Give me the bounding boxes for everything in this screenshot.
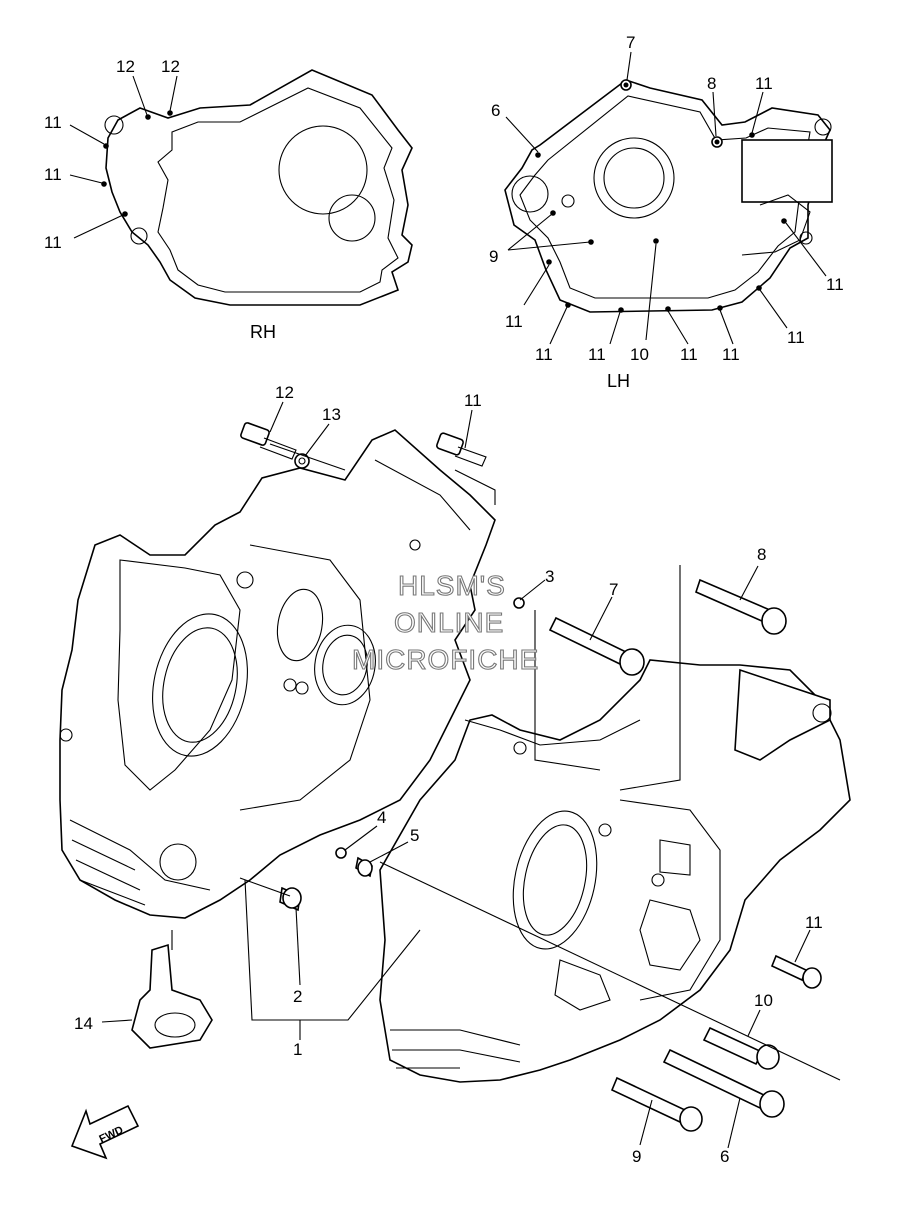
callout-main-5: 5 [410, 826, 419, 845]
callout-lh-11b3: 11 [680, 345, 698, 364]
callout-main-12: 12 [275, 383, 294, 402]
bolt-9 [610, 1076, 703, 1132]
rh-small-bore [328, 194, 376, 242]
callout-lh-11b2: 11 [588, 345, 606, 364]
callout-rh-12b: 12 [161, 57, 180, 76]
callout-main-3: 3 [545, 567, 554, 586]
callout-lh-11r1: 11 [826, 275, 844, 294]
stator-housing-tab [734, 668, 831, 761]
callout-lh-11b1: 11 [535, 345, 553, 364]
cylinder-bore-rear [152, 613, 248, 757]
lh-left-bore [511, 175, 549, 213]
callout-main-1: 1 [293, 1040, 302, 1059]
rh-gasket [101, 69, 413, 306]
crankcase-right-half [59, 429, 496, 919]
bolt-8 [695, 578, 787, 635]
watermark: HLSM'S ONLINE MICROFICHE [351, 569, 539, 675]
callout-lh-11r2: 11 [787, 328, 805, 347]
callout-main-4: 4 [377, 808, 386, 827]
watermark-line-1: HLSM'S [398, 570, 506, 601]
callout-main-10: 10 [754, 991, 773, 1010]
bolt-12-top [240, 422, 297, 460]
crankcase-left-half [379, 659, 851, 1083]
strainer-14 [131, 943, 213, 1049]
crank-bore-left [512, 810, 598, 950]
watermark-line-3: MICROFICHE [352, 644, 539, 675]
bolt-10 [702, 1026, 780, 1070]
callout-lh-11b4: 11 [722, 345, 740, 364]
lh-stator-box [741, 139, 833, 203]
callout-lh-10: 10 [630, 345, 649, 364]
bolt-7 [548, 616, 645, 676]
callout-lh-6: 6 [491, 101, 500, 120]
lh-leaders [505, 51, 827, 345]
callout-lh-9: 9 [489, 247, 498, 266]
callout-main-11r: 11 [805, 913, 823, 932]
bolt-11-top [436, 432, 487, 467]
rh-leaders [69, 75, 178, 239]
label-rh: RH [250, 322, 276, 342]
callout-main-14: 14 [74, 1014, 93, 1033]
callout-main-13: 13 [322, 405, 341, 424]
washer-13 [294, 453, 310, 469]
bolt-11-right [770, 954, 822, 989]
callout-main-11: 11 [464, 391, 482, 410]
rh-large-bore [278, 125, 368, 215]
callout-lh-11l: 11 [505, 312, 523, 331]
callout-rh-11a: 11 [44, 113, 62, 132]
callout-main-7: 7 [609, 580, 618, 599]
main-leaders [101, 401, 841, 1149]
oil-strainer-port [159, 843, 197, 881]
bearing-bore [314, 624, 376, 706]
dowel-5 [355, 856, 373, 878]
callout-rh-11b: 11 [44, 165, 62, 184]
callout-lh-8: 8 [707, 74, 716, 93]
callout-lh-11top: 11 [755, 74, 773, 93]
oring-3 [513, 597, 525, 609]
fwd-arrow: FWD [70, 1104, 140, 1160]
watermark-line-2: ONLINE [394, 607, 504, 638]
callout-main-2: 2 [293, 987, 302, 1006]
callout-main-6: 6 [720, 1147, 729, 1166]
lh-large-bore [593, 137, 675, 219]
callout-rh-11c: 11 [44, 233, 62, 252]
dowel-2 [279, 886, 302, 912]
callout-main-8: 8 [757, 545, 766, 564]
label-lh: LH [607, 371, 630, 391]
lh-gasket [504, 79, 833, 313]
callout-main-9: 9 [632, 1147, 641, 1166]
gear-cover-lug [639, 899, 701, 971]
bolt-6 [662, 1048, 785, 1118]
callout-rh-12a: 12 [116, 57, 135, 76]
oring-4 [335, 847, 347, 859]
callout-lh-7: 7 [626, 33, 635, 52]
